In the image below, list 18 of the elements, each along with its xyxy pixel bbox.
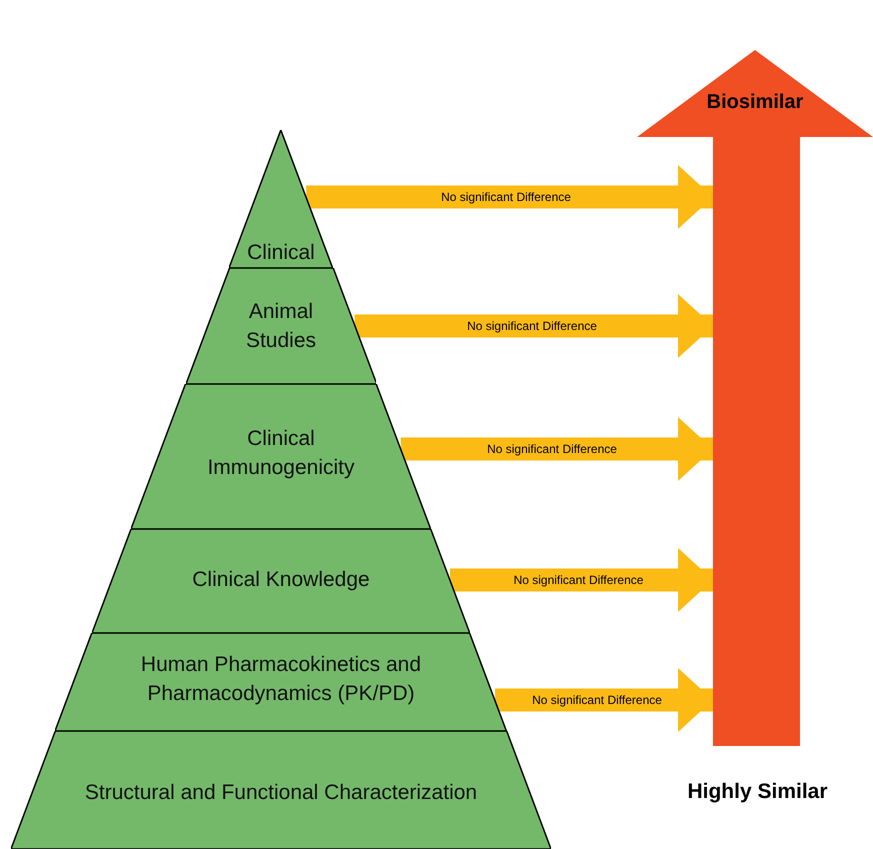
tier-label: Clinical Immunogenicity xyxy=(206,426,356,482)
edge-label: No significant Difference xyxy=(466,318,598,335)
edge-label: No significant Difference xyxy=(486,441,618,458)
axis-caption: Highly Similar xyxy=(686,780,829,804)
right-arrow xyxy=(354,294,713,358)
edge-label: No significant Difference xyxy=(440,189,572,206)
edge-label: No significant Difference xyxy=(531,692,663,709)
right-arrow xyxy=(495,668,713,732)
tier-label: Clinical Knowledge xyxy=(191,567,371,593)
arrow-label: Biosimilar xyxy=(706,90,804,115)
tier-label: Structural and Functional Characterization xyxy=(84,780,478,806)
right-arrow xyxy=(306,165,713,229)
right-arrow xyxy=(450,548,713,612)
edge-label: No significant Difference xyxy=(512,572,644,589)
tier-label: Human Pharmacokinetics and Pharmacodynamics (PK/PD) xyxy=(140,652,422,708)
tier-label: Animal Studies xyxy=(244,299,317,354)
tier-label: Clinical xyxy=(246,240,316,266)
right-arrow xyxy=(400,417,713,481)
